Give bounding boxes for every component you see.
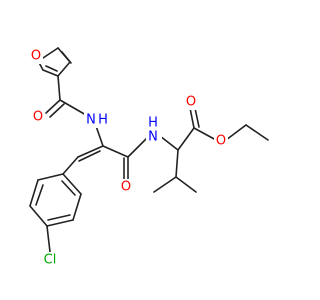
bond xyxy=(177,127,195,151)
svg-text:N: N xyxy=(86,113,96,128)
atom-labels: O O N H H N O O O Cl xyxy=(29,48,228,268)
bond xyxy=(189,107,195,129)
bond xyxy=(45,65,58,72)
bond xyxy=(57,61,71,77)
bond xyxy=(245,124,269,141)
atom-chlorine: Cl xyxy=(40,252,60,268)
bond xyxy=(72,193,82,221)
atom-nitrogen-amide2: H N xyxy=(146,116,162,146)
bonds xyxy=(29,47,269,253)
bond xyxy=(42,69,59,77)
bond xyxy=(127,136,149,158)
bond xyxy=(57,75,61,101)
svg-text:O: O xyxy=(33,110,43,125)
bond xyxy=(61,180,76,196)
bond xyxy=(59,99,87,116)
bond xyxy=(95,125,104,147)
bond xyxy=(47,214,71,221)
bond xyxy=(77,145,104,158)
bond xyxy=(78,150,101,162)
bond xyxy=(193,127,217,141)
atom-oxygen-ester-carbonyl: O xyxy=(184,94,198,110)
bond xyxy=(62,173,82,195)
bond xyxy=(225,124,247,141)
bond xyxy=(45,99,61,114)
bond xyxy=(49,103,65,118)
bond xyxy=(153,176,177,193)
bond xyxy=(62,156,79,175)
bond xyxy=(29,205,48,227)
bond xyxy=(37,173,64,181)
svg-text:O: O xyxy=(186,95,196,110)
svg-text:Cl: Cl xyxy=(44,253,57,268)
svg-text:O: O xyxy=(121,180,131,195)
svg-text:H: H xyxy=(148,116,158,131)
bond xyxy=(102,145,129,158)
svg-text:N: N xyxy=(148,130,158,145)
bond xyxy=(29,179,39,207)
bond xyxy=(61,51,72,64)
bond xyxy=(194,107,200,128)
svg-text:O: O xyxy=(216,134,226,149)
svg-text:O: O xyxy=(31,49,41,64)
bond xyxy=(46,219,74,227)
svg-text:H: H xyxy=(98,113,108,128)
atom-oxygen-amide2: O xyxy=(119,179,133,195)
bond xyxy=(175,176,197,193)
atom-oxygen-furan: O xyxy=(29,48,43,64)
bond xyxy=(35,184,44,206)
atom-oxygen-amide1: O xyxy=(31,109,45,125)
molecule-canvas: O O N H H N O O O Cl xyxy=(29,47,269,268)
structure-drawing: O O N H H N O O O Cl xyxy=(29,47,269,268)
atom-oxygen-ester: O xyxy=(214,133,228,149)
bond xyxy=(159,135,179,151)
atom-nitrogen-amide1: N H xyxy=(84,112,110,128)
bond xyxy=(46,225,51,253)
bond xyxy=(175,149,179,178)
